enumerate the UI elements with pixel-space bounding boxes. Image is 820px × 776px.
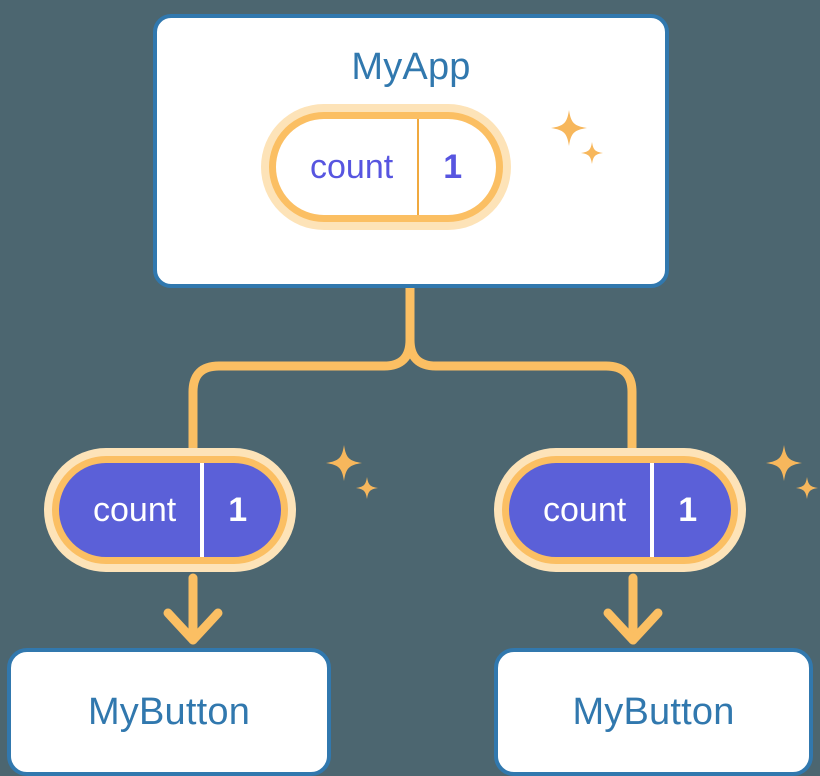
myapp-state-pill[interactable]: count 1 [269, 112, 504, 222]
state-pill-key: count [310, 148, 394, 186]
state-pill-body: count 1 [502, 456, 739, 564]
state-pill-body: count 1 [269, 112, 504, 222]
sparkle-icon [766, 445, 818, 499]
mybutton-card-right[interactable]: MyButton [494, 648, 813, 776]
state-pill-value: 1 [228, 491, 248, 529]
mybutton-card-left[interactable]: MyButton [7, 648, 331, 776]
arrow-head-left [163, 608, 223, 645]
state-pill-divider [650, 463, 655, 557]
mybutton-card-title: MyButton [87, 691, 251, 733]
state-pill-divider [200, 463, 205, 557]
state-pill-key: count [93, 491, 177, 529]
child-state-pill-left[interactable]: count 1 [52, 456, 289, 564]
connector-branch-left [188, 335, 415, 465]
child-state-pill-right[interactable]: count 1 [502, 456, 739, 564]
state-pill-value: 1 [443, 148, 463, 186]
sparkle-icon [326, 445, 378, 499]
state-pill-value: 1 [678, 491, 698, 529]
state-pill-divider [417, 119, 420, 215]
state-pill-key: count [543, 491, 627, 529]
state-pill-body: count 1 [52, 456, 289, 564]
mybutton-card-title: MyButton [572, 691, 735, 733]
myapp-card-title: MyApp [351, 46, 471, 88]
connector-branch-right [405, 335, 637, 465]
arrow-head-right [603, 608, 663, 645]
